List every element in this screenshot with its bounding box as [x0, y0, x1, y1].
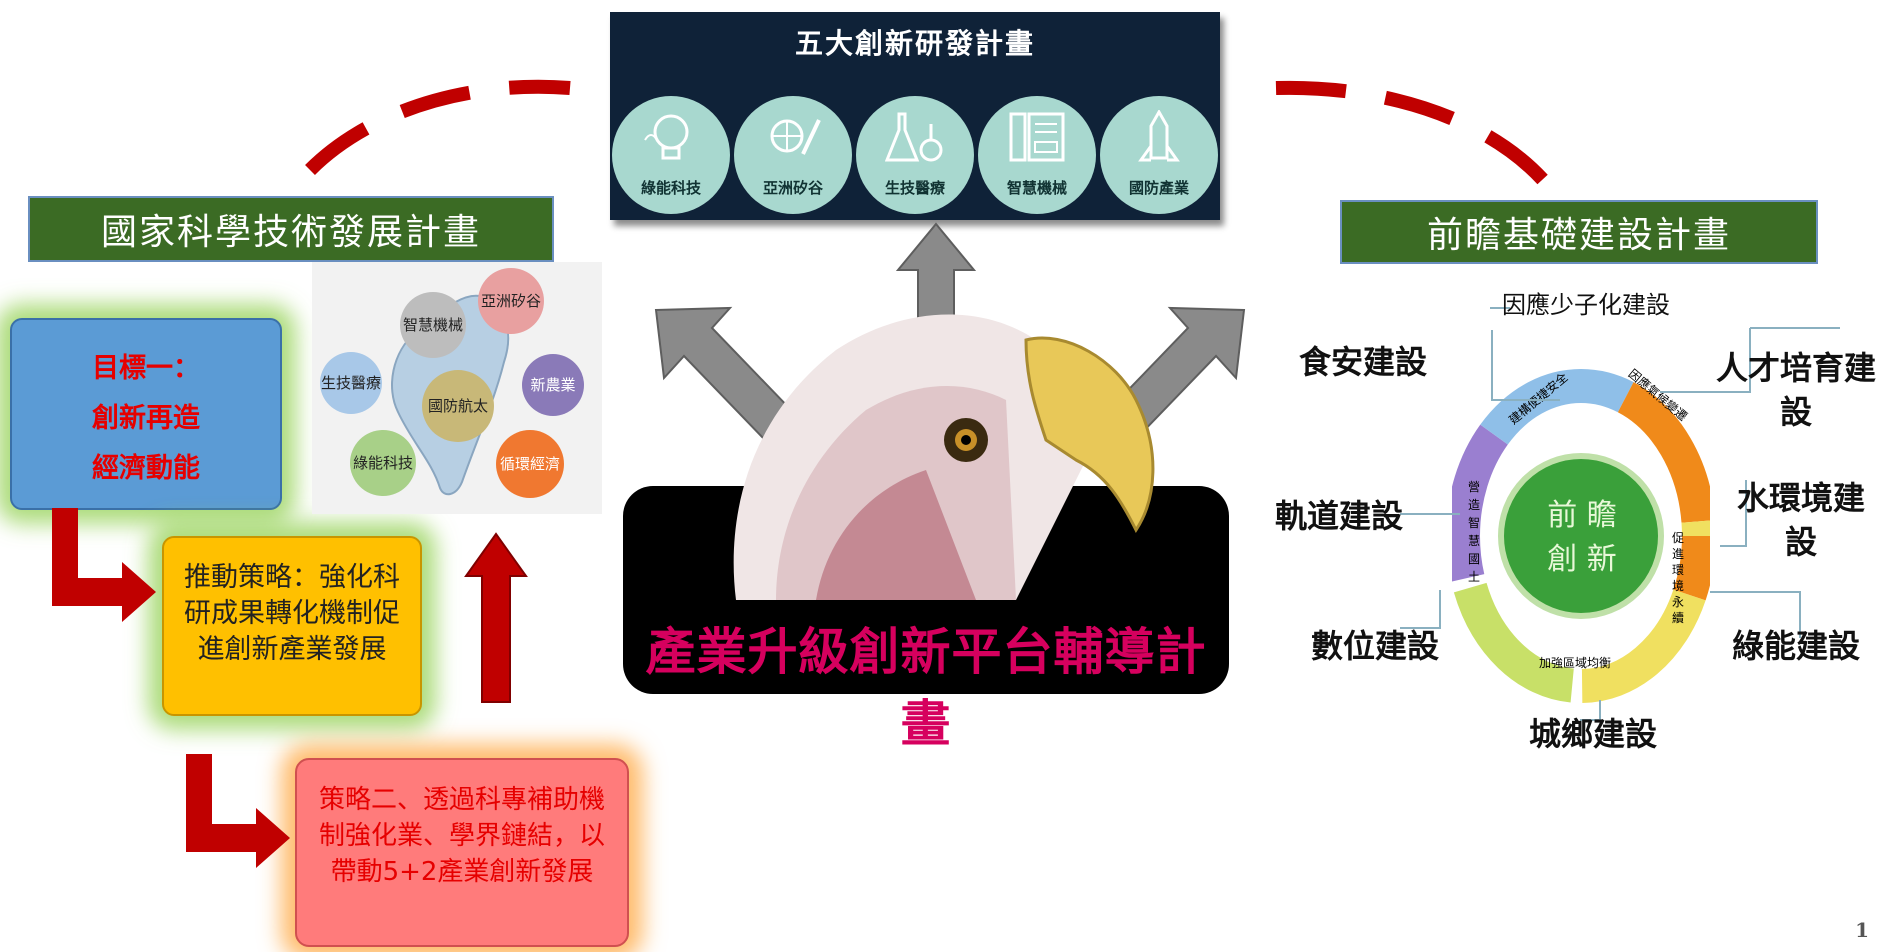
l-arrow-icon-1 [52, 508, 156, 622]
goal-line-3: 經濟動能 [92, 453, 200, 484]
strategy-one-text: 推動策略：強化科研成果轉化機制促進創新產業發展 [184, 562, 400, 665]
map-bubble-defense: 國防航太 [422, 370, 494, 442]
strategy-two-box: 策略二、透過科專補助機制強化業、學界鏈結，以帶動5+2產業創新發展 [295, 758, 629, 947]
goal-one-box: 目標一： 創新再造 經濟動能 [10, 318, 282, 510]
rocket-icon [1138, 110, 1180, 162]
wheel-hub-text: 前 瞻 創 新 [1522, 494, 1642, 582]
left-dashed-arc [305, 79, 571, 175]
circle-label: 智慧機械 [1006, 179, 1067, 197]
circle-label: 生技醫療 [884, 179, 945, 197]
five-innovation-title: 五大創新研發計畫 [794, 27, 1035, 60]
map-bubble-smart-machinery: 智慧機械 [400, 292, 466, 358]
wheel-hub-line-2: 創 新 [1547, 542, 1617, 577]
map-bubble-green-energy: 綠能科技 [350, 430, 416, 496]
goal-line-2: 創新再造 [92, 403, 200, 434]
five-innovation-panel: 五大創新研發計畫 綠能科技 亞洲矽谷 生技醫療 [610, 12, 1220, 220]
eagle-head-icon [733, 314, 1155, 600]
map-bubble-asia-silicon: 亞洲矽谷 [478, 268, 544, 334]
machine-panel-icon [1009, 112, 1065, 162]
circle-green-energy: 綠能科技 [612, 96, 730, 214]
strategy-two-text: 策略二、透過科專補助機制強化業、學界鏈結，以帶動5+2產業創新發展 [318, 785, 605, 887]
connector-lines [1400, 307, 1840, 721]
strategy-one-box: 推動策略：強化科研成果轉化機制促進創新產業發展 [162, 536, 422, 716]
label-childcare: 因應少子化建設 [1502, 291, 1670, 319]
left-plan-title: 國家科學技術發展計畫 [28, 196, 554, 262]
label-talent: 人才培育建設 [1716, 349, 1877, 431]
label-water: 水環境建設 [1736, 479, 1865, 561]
map-bubble-biotech: 生技醫療 [320, 352, 382, 414]
circle-label: 亞洲矽谷 [762, 179, 823, 197]
label-food-safety: 食安建設 [1298, 343, 1427, 381]
globe-wrench-icon [770, 119, 821, 155]
wheel-hub-line-1: 前 瞻 [1547, 498, 1617, 533]
goal-line-1: 目標一： [92, 353, 200, 384]
circle-label: 綠能科技 [640, 179, 701, 197]
circle-asia-silicon: 亞洲矽谷 [734, 96, 852, 214]
label-green-energy: 綠能建設 [1731, 627, 1860, 665]
page-number: 1 [1855, 918, 1869, 942]
innovation-wheel-icon [1452, 369, 1710, 703]
label-digital: 數位建設 [1310, 627, 1439, 665]
map-bubble-new-agriculture: 新農業 [522, 354, 584, 416]
ring-label-yellow: 促進環境永續 [1672, 531, 1685, 625]
l-arrow-icon-2 [186, 754, 290, 868]
right-plan-title: 前瞻基礎建設計畫 [1340, 200, 1818, 264]
circle-smart-machinery: 智慧機械 [978, 96, 1096, 214]
map-bubble-circular-economy: 循環經濟 [496, 430, 564, 498]
circle-defense: 國防產業 [1100, 96, 1218, 214]
circle-biotech: 生技醫療 [856, 96, 974, 214]
label-rail: 軌道建設 [1274, 497, 1403, 535]
ring-label-green: 加強區域均衡 [1538, 656, 1611, 670]
ring-label-purple: 營造智慧國土 [1468, 480, 1481, 584]
label-urban-rural: 城鄉建設 [1528, 715, 1657, 753]
up-arrow-icon [464, 532, 528, 703]
taiwan-map-panel: 智慧機械 亞洲矽谷 生技醫療 國防航太 新農業 綠能科技 循環經濟 [312, 262, 602, 514]
flask-icon [885, 112, 943, 162]
right-dashed-arc [1275, 80, 1549, 185]
lightbulb-icon [644, 114, 689, 160]
circle-label: 國防產業 [1128, 179, 1189, 197]
center-platform-title: 產業升級創新平台輔導計畫 [645, 623, 1207, 753]
